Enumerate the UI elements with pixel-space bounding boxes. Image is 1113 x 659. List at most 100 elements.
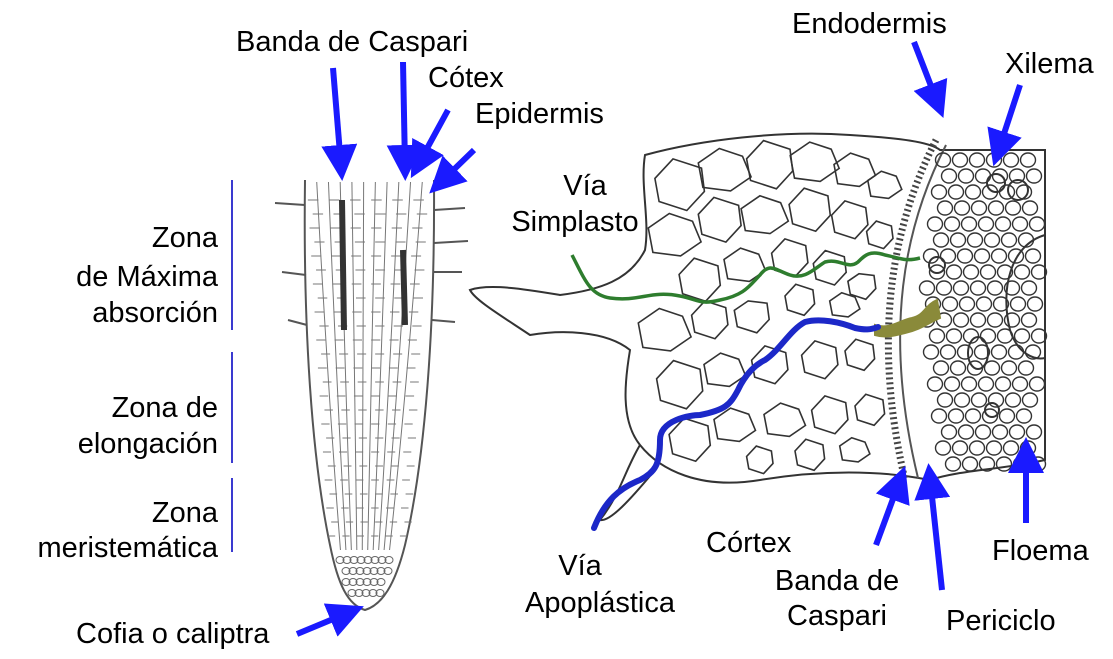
vascular-cell [1013, 217, 1028, 231]
vascular-cell [1030, 377, 1045, 391]
vascular-cell [966, 185, 981, 199]
cortex-cell [845, 339, 875, 370]
vascular-cell [943, 297, 958, 311]
root-hair [282, 272, 306, 275]
vascular-cell [993, 425, 1008, 439]
label-zona-max-line3: absorción [40, 297, 218, 330]
phloem-vessel [968, 337, 988, 369]
vascular-cell [971, 281, 986, 295]
label-zona-max-line2: de Máxima [40, 261, 218, 294]
root-hair [434, 241, 468, 243]
vascular-cell [934, 233, 949, 247]
cortex-cell [692, 301, 728, 339]
vascular-cell [955, 393, 970, 407]
arrow-endodermis [914, 42, 938, 104]
vascular-cell [959, 425, 974, 439]
vascular-cell [1002, 233, 1017, 247]
label-cortex: Cótex [428, 62, 504, 95]
vascular-cell [1010, 425, 1025, 439]
vascular-cell [968, 233, 983, 247]
vascular-cell [932, 185, 947, 199]
vascular-cell [945, 217, 960, 231]
cortex-cell [655, 159, 705, 211]
vascular-cell [954, 281, 969, 295]
vascular-cell [970, 441, 985, 455]
vascular-cell [951, 233, 966, 247]
root-cell-file [384, 182, 410, 550]
label-via-apoplastica-line1: Vía [520, 550, 640, 583]
casparian-strand [342, 200, 344, 330]
vascular-cell [1028, 297, 1043, 311]
vascular-cell [975, 249, 990, 263]
cortex-cell [812, 396, 848, 434]
vascular-cell [1030, 217, 1045, 231]
vascular-cell [955, 201, 970, 215]
vascular-cell [930, 329, 945, 343]
vascular-cell [977, 297, 992, 311]
vascular-cell [987, 153, 1002, 167]
vascular-cell [970, 153, 985, 167]
vascular-cell [953, 153, 968, 167]
vascular-cell [1027, 425, 1042, 439]
cortex-cell [802, 341, 838, 379]
vascular-cell [963, 457, 978, 471]
vascular-cell [1013, 377, 1028, 391]
vascular-cell [1015, 265, 1030, 279]
cortex-cell [657, 361, 703, 409]
arrow-cortex [418, 110, 448, 165]
vascular-cell [996, 377, 1011, 391]
vascular-cell [1019, 361, 1034, 375]
label-endodermis: Endodermis [792, 8, 947, 41]
vascular-cell [942, 169, 957, 183]
vascular-cell [1015, 329, 1030, 343]
vascular-cell [1006, 393, 1021, 407]
cortex-cell [855, 394, 885, 425]
vascular-cell [958, 249, 973, 263]
vascular-cell [928, 217, 943, 231]
vascular-cell [937, 281, 952, 295]
vascular-cell [1011, 297, 1026, 311]
vascular-cell [1026, 249, 1041, 263]
root-cell-file [368, 182, 376, 550]
arrow-banda-caspari-right [876, 480, 900, 545]
vascular-cell [971, 313, 986, 327]
vascular-cell [989, 201, 1004, 215]
label-zona-elong-line1: Zona de [40, 392, 218, 425]
cortex-cell [648, 214, 701, 256]
cortex-cell [741, 196, 788, 234]
root-hair [275, 203, 305, 205]
vascular-cell [981, 329, 996, 343]
casparian-strand [403, 250, 405, 325]
cortex-cell [795, 439, 825, 470]
vascular-cell [987, 441, 1002, 455]
vascular-cell [1000, 409, 1015, 423]
vascular-cell [1022, 313, 1037, 327]
cortex-cell [832, 201, 868, 239]
cortex-cell [867, 221, 893, 249]
cortex-cell [790, 142, 839, 181]
vascular-cell [1006, 201, 1021, 215]
root-hair [434, 208, 465, 210]
vascular-cell [985, 233, 1000, 247]
label-floema: Floema [992, 535, 1089, 568]
vascular-cell [942, 425, 957, 439]
label-periciclo: Periciclo [946, 605, 1056, 638]
vascular-cell [972, 393, 987, 407]
cortex-cell [785, 284, 815, 315]
vascular-cell [988, 281, 1003, 295]
cortex-cell [840, 438, 870, 462]
vascular-cell [924, 345, 939, 359]
vascular-cell [932, 409, 947, 423]
vascular-cell [936, 441, 951, 455]
vascular-cell [938, 201, 953, 215]
cortex-cell [679, 258, 720, 301]
root-cell-file [373, 182, 387, 550]
cortex-cell [764, 403, 806, 436]
vascular-cell [1009, 345, 1024, 359]
cortex-cell [669, 418, 710, 461]
vascular-cell [972, 201, 987, 215]
label-xilema: Xilema [1005, 48, 1094, 81]
arrow-epidermis [440, 150, 474, 183]
cortex-cell [714, 408, 756, 441]
cortex-cell [698, 197, 741, 242]
